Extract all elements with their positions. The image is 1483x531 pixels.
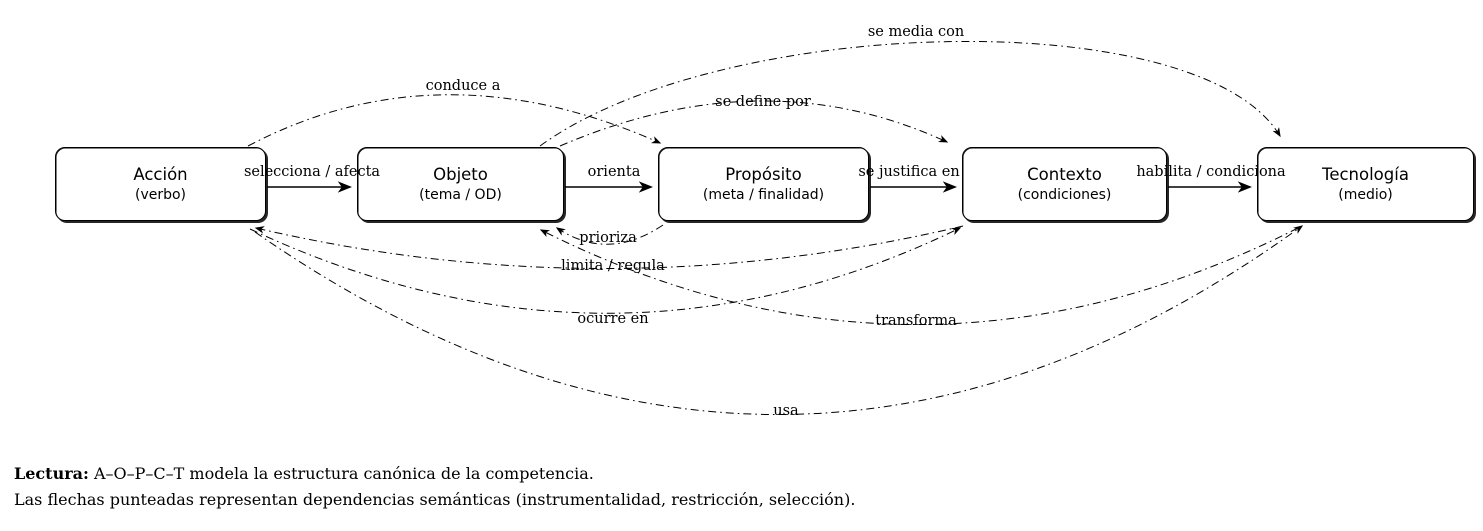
label-se-define-por: se define por <box>715 94 811 110</box>
label-conduce-a: conduce a <box>425 78 501 94</box>
node-contexto-subtitle: (condiciones) <box>1017 186 1112 203</box>
edge-conduce-a <box>247 94 662 147</box>
node-contexto: Contexto (condiciones) <box>962 147 1167 221</box>
label-ocurre-en: ocurre en <box>577 311 649 327</box>
node-accion-title: Acción <box>133 164 188 184</box>
node-contexto-title: Contexto <box>1027 164 1102 184</box>
node-tecnologia-subtitle: (medio) <box>1338 186 1393 203</box>
label-habilita-condiciona: habilita / condiciona <box>1136 164 1286 180</box>
edge-transforma <box>539 227 1299 325</box>
node-objeto-subtitle: (tema / OD) <box>419 186 502 203</box>
label-prioriza: prioriza <box>579 230 637 246</box>
label-transforma: transforma <box>875 313 957 329</box>
edge-limita-regula <box>254 225 964 269</box>
node-proposito-subtitle: (meta / finalidad) <box>702 186 825 203</box>
node-tecnologia-title: Tecnología <box>1322 164 1409 184</box>
label-selecciona-afecta: selecciona / afecta <box>243 164 381 180</box>
label-usa: usa <box>773 403 799 419</box>
node-proposito-title: Propósito <box>725 164 802 184</box>
caption-line2: Las flechas punteadas representan depend… <box>14 489 856 509</box>
edge-usa <box>254 225 1304 415</box>
node-objeto-title: Objeto <box>433 164 488 184</box>
label-orienta: orienta <box>587 164 641 180</box>
edge-prioriza <box>555 224 664 245</box>
node-accion: Acción (verbo) <box>55 147 266 221</box>
caption: Lectura: A–O–P–C–T modela la estructura … <box>14 461 855 512</box>
label-se-media-con: se media con <box>867 24 965 40</box>
node-proposito: Propósito (meta / finalidad) <box>658 147 869 221</box>
edge-ocurre-en <box>249 227 962 314</box>
caption-lectura-prefix: Lectura: <box>14 464 89 483</box>
node-tecnologia: Tecnología (medio) <box>1257 147 1474 221</box>
caption-line1-text: A–O–P–C–T modela la estructura canónica … <box>88 464 594 483</box>
node-objeto: Objeto (tema / OD) <box>357 147 564 221</box>
caption-line1: Lectura: A–O–P–C–T modela la estructura … <box>14 461 855 487</box>
label-se-justifica-en: se justifica en <box>858 164 960 180</box>
node-accion-subtitle: (verbo) <box>134 186 187 203</box>
label-limita-regula: limita / regula <box>561 258 665 274</box>
edge-se-media-con <box>539 40 1281 147</box>
edge-se-define-por <box>559 100 949 147</box>
